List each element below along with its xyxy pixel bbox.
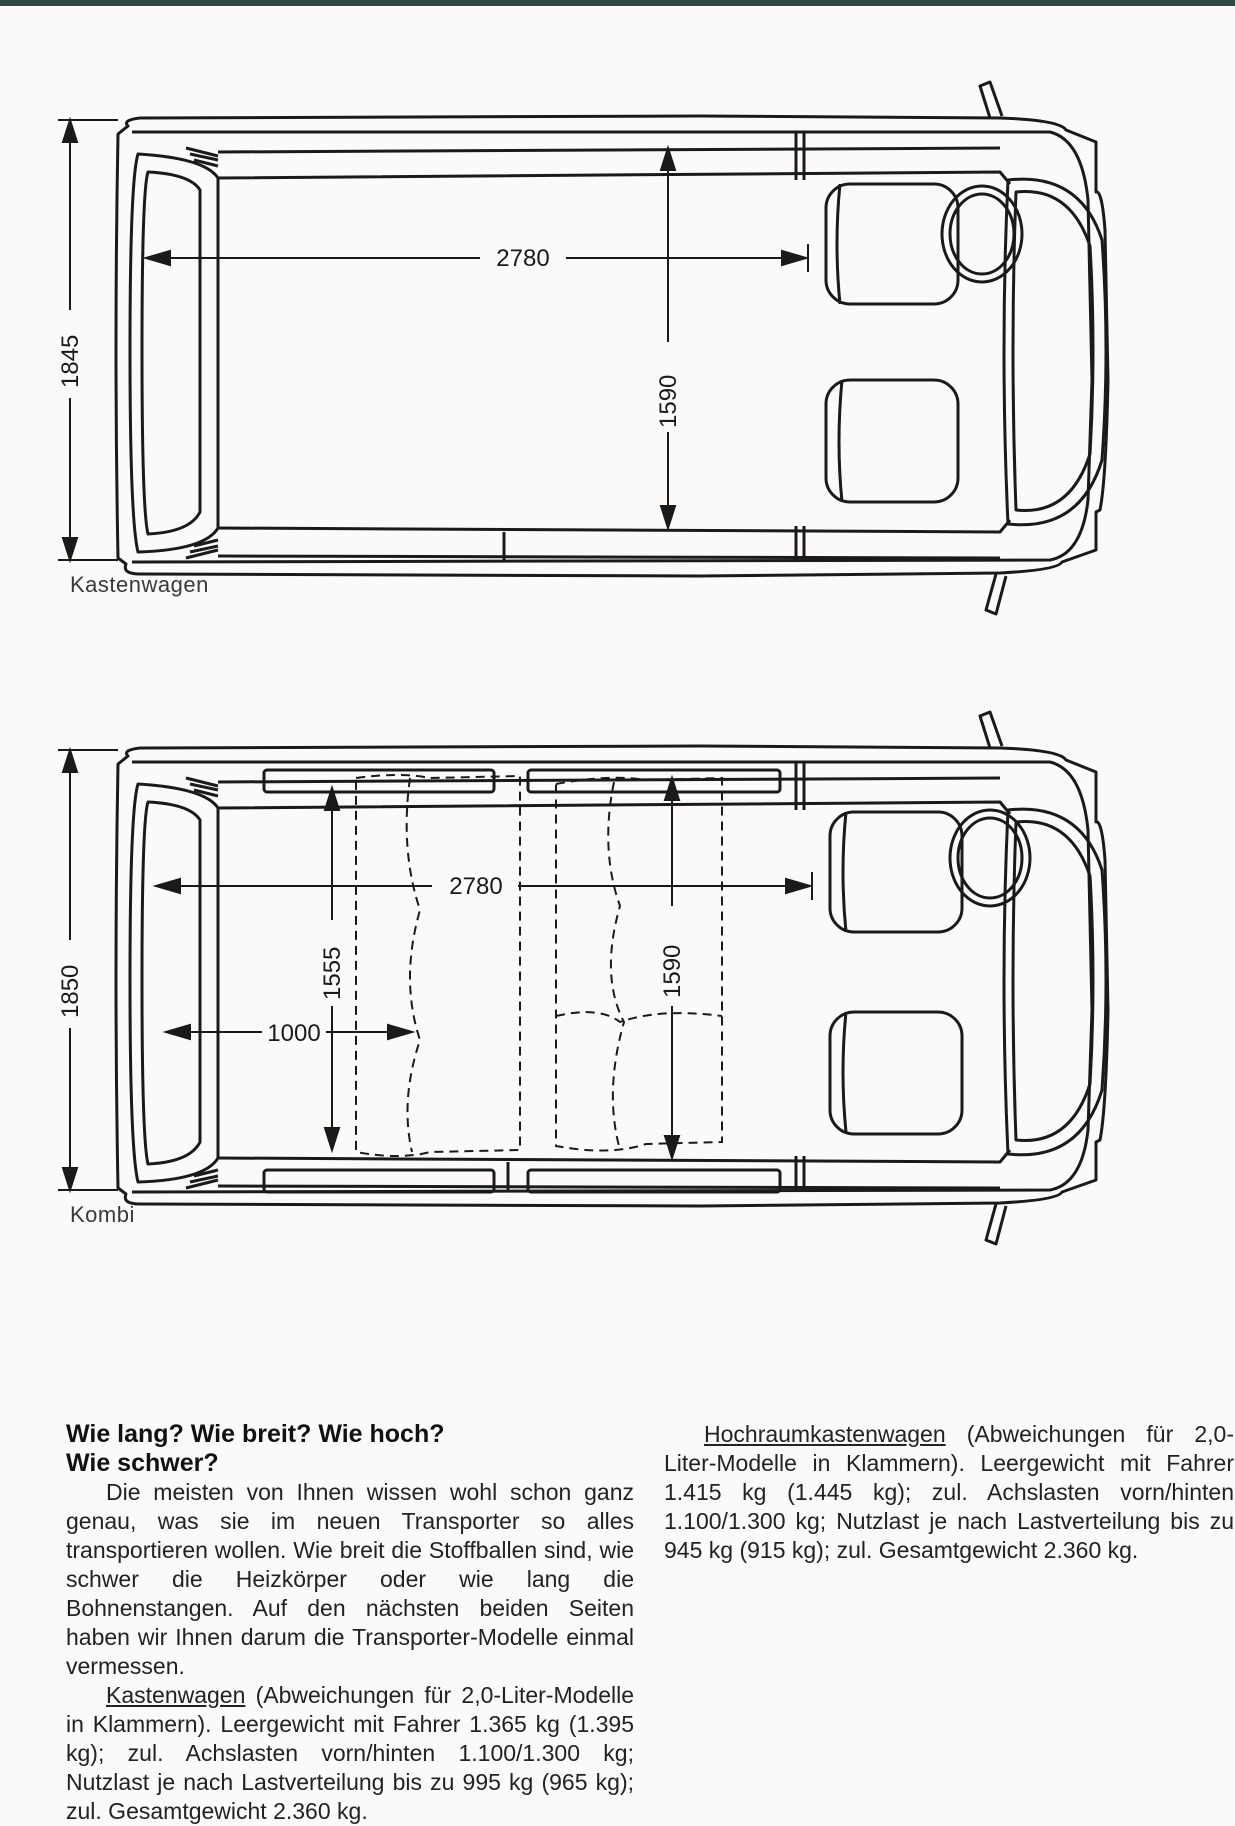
kastenwagen-paragraph: Kastenwagen (Abweichungen für 2,0-Liter-… (66, 1681, 634, 1826)
kastenwagen-cargo-length-label: 2780 (496, 245, 549, 272)
heading-line-1: Wie lang? Wie breit? Wie hoch? (66, 1420, 445, 1448)
kastenwagen-caption: Kastenwagen (70, 572, 209, 597)
top-border (0, 0, 1235, 6)
kastenwagen-overall-width-label: 1845 (57, 335, 84, 388)
text-column-left: Wie lang? Wie breit? Wie hoch? Wie schwe… (66, 1420, 634, 1826)
kombi-seat-depth-label: 1000 (267, 1020, 320, 1047)
kombi-caption: Kombi (70, 1202, 135, 1227)
kastenwagen-label: Kastenwagen (106, 1682, 246, 1708)
hochraum-paragraph: Hochraumkastenwagen (Abweichungen für 2,… (664, 1420, 1234, 1565)
kombi-plan-diagram: 1850 2780 1590 1555 1000 (50, 710, 1110, 1246)
kombi-cargo-width-label: 1590 (659, 945, 686, 998)
kombi-overall-width-label: 1850 (57, 965, 84, 1018)
kombi-seat-width-label: 1555 (319, 947, 346, 1000)
hochraum-label: Hochraumkastenwagen (704, 1421, 946, 1447)
kastenwagen-cargo-width-label: 1590 (655, 375, 682, 428)
hochraum-specs: (Abweichungen für 2,0-Liter-Modelle in K… (664, 1421, 1234, 1563)
kastenwagen-plan-diagram: 1845 2780 1590 (50, 80, 1110, 616)
text-column-right: Hochraumkastenwagen (Abweichungen für 2,… (664, 1420, 1234, 1565)
heading-line-2: Wie schwer? (66, 1449, 219, 1477)
intro-paragraph: Die meisten von Ihnen wissen wohl schon … (66, 1479, 634, 1679)
kombi-cargo-length-label: 2780 (449, 873, 502, 900)
